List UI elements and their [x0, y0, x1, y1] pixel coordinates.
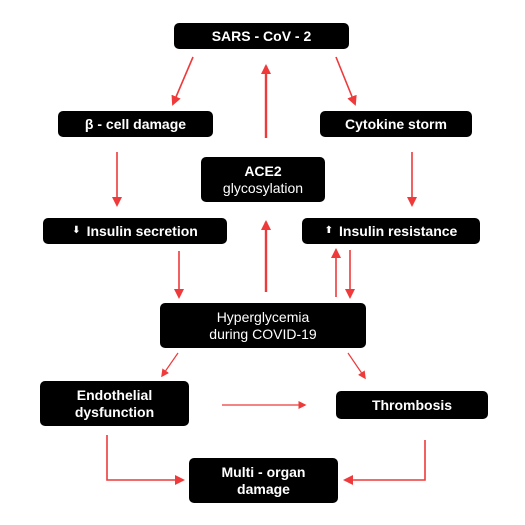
arrow-hyperglycemia-to-thrombosis: [347, 352, 366, 380]
node-ace2-line2: glycosylation: [222, 179, 304, 196]
node-endothelial-line1: Endothelial: [76, 386, 153, 403]
node-beta-cell-damage: β - cell damage: [58, 111, 213, 137]
node-insulin-secretion: ⬇ Insulin secretion: [43, 218, 227, 244]
node-insulin-resistance-label: Insulin resistance: [339, 222, 458, 239]
node-thrombosis-label: Thrombosis: [371, 396, 453, 413]
arrow-up-icon: ⬆: [324, 224, 334, 236]
arrow-down-icon: ⬇: [72, 224, 81, 236]
node-hyperglycemia-line1: Hyperglycemia: [216, 308, 310, 325]
node-sars-cov-2: SARS - CoV - 2: [174, 23, 349, 49]
node-endothelial-line2: dysfunction: [74, 403, 155, 420]
arrow-thrombosis-to-multi-organ: [343, 440, 426, 485]
node-thrombosis: Thrombosis: [336, 391, 488, 419]
node-insulin-resistance: ⬆ Insulin resistance: [302, 218, 480, 244]
arrow-sars-to-beta-cell: [171, 56, 194, 106]
node-cytokine-storm-label: Cytokine storm: [345, 115, 447, 132]
node-endothelial-dysfunction: Endothelial dysfunction: [40, 381, 189, 426]
node-cytokine-storm: Cytokine storm: [320, 111, 472, 137]
node-multi-organ-damage: Multi - organ damage: [189, 458, 338, 503]
node-ace2-glycosylation: ACE2 glycosylation: [201, 157, 325, 202]
arrow-endothelial-to-multi-organ: [106, 435, 185, 485]
node-hyperglycemia-line2: during COVID-19: [209, 325, 317, 342]
node-hyperglycemia: Hyperglycemia during COVID-19: [160, 303, 366, 348]
node-ace2-line1: ACE2: [244, 162, 282, 179]
node-insulin-secretion-label: Insulin secretion: [86, 222, 198, 239]
node-multi-organ-line2: damage: [237, 480, 290, 497]
node-sars-cov-2-label: SARS - CoV - 2: [211, 27, 312, 44]
node-multi-organ-line1: Multi - organ: [221, 463, 306, 480]
node-beta-cell-damage-label: β - cell damage: [84, 115, 187, 132]
arrow-hyperglycemia-to-endothelial: [161, 352, 179, 378]
arrow-sars-to-cytokine: [335, 56, 357, 106]
